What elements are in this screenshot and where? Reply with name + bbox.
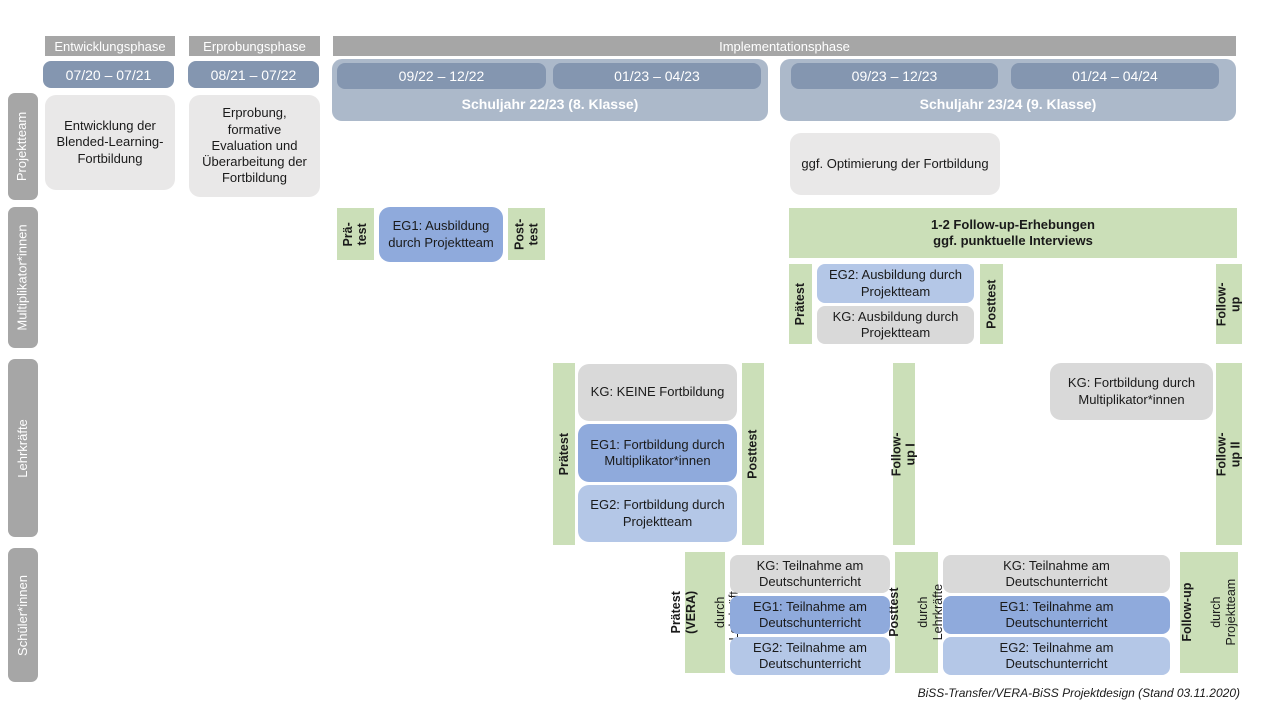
row-label-multiplikatorinnen: Multiplikator*innen <box>8 207 38 348</box>
box-kg-teilnahme-1: KG: Teilnahme am Deutschunterricht <box>730 555 890 593</box>
date-0821-0722: 08/21 – 07/22 <box>188 61 319 88</box>
strip-praetest-multiplikatoren-1-text: Prä- test <box>341 221 370 247</box>
box-kg-ausbildung-projektteam: KG: Ausbildung durch Projektteam <box>817 306 974 344</box>
strip-followup2-lehrkraefte: Follow-up II <box>1214 363 1243 545</box>
posttest-schueler-title: Posttest <box>887 587 902 638</box>
strip-posttest-lehrkraefte: Posttest <box>742 363 764 545</box>
date-0922-1222: 09/22 – 12/22 <box>337 63 546 89</box>
strip-posttest-lehrkraefte-text: Posttest <box>745 429 760 479</box>
followup-schueler-sub: durch Projektteam <box>1209 579 1238 646</box>
strip-praetest-multiplikatoren-2: Prätest <box>789 264 812 344</box>
row-label-schuelerinnen-text: Schüler*innen <box>14 574 30 656</box>
row-label-lehrkraefte: Lehrkräfte <box>8 359 38 537</box>
box-eg2-ausbildung-projektteam: EG2: Ausbildung durch Projektteam <box>817 264 974 303</box>
row-label-projektteam: Projektteam <box>8 93 38 200</box>
box-optimierung-fortbildung: ggf. Optimierung der Fortbildung <box>790 133 1000 195</box>
strip-followup-multiplikatoren: Follow-up <box>1214 264 1243 344</box>
box-kg-keine-fortbildung: KG: KEINE Fortbildung <box>578 364 737 421</box>
row-label-multiplikatorinnen-text: Multiplikator*innen <box>14 224 30 331</box>
strip-posttest-multiplikatoren-1: Post- test <box>508 208 545 260</box>
box-kg-teilnahme-2: KG: Teilnahme am Deutschunterricht <box>943 555 1170 593</box>
box-eg1-teilnahme-1: EG1: Teilnahme am Deutschunterricht <box>730 596 890 634</box>
strip-followup1-lehrkraefte: Follow-up I <box>890 363 918 545</box>
date-0923-1223: 09/23 – 12/23 <box>791 63 998 89</box>
box-entwicklung-blended-learning: Entwicklung der Blended-Learning-Fortbil… <box>45 95 175 190</box>
box-followup-erhebungen: 1-2 Follow-up-Erhebungen ggf. punktuelle… <box>789 208 1237 258</box>
strip-followup1-lehrkraefte-text: Follow-up I <box>889 432 918 476</box>
phase-erprobung: Erprobungsphase <box>189 36 320 56</box>
posttest-schueler-sub: durch Lehrkräfte <box>916 584 945 641</box>
row-label-lehrkraefte-text: Lehrkräfte <box>14 418 30 478</box>
box-eg2-teilnahme-2: EG2: Teilnahme am Deutschunterricht <box>943 637 1170 675</box>
praetest-vera-title: Prätest (VERA) <box>669 590 698 635</box>
diagram-caption: BiSS-Transfer/VERA-BiSS Projektdesign (S… <box>917 686 1240 700</box>
box-erprobung-evaluation: Erprobung, formative Evaluation und Über… <box>189 95 320 197</box>
strip-posttest-multiplikatoren-2-text: Posttest <box>984 279 999 329</box>
phase-entwicklung: Entwicklungsphase <box>45 36 175 56</box>
box-kg-fortbildung-multiplikatoren: KG: Fortbildung durch Multiplikator*inne… <box>1050 363 1213 420</box>
strip-posttest-schueler: Posttest durch Lehrkräfte <box>888 552 945 673</box>
date-0720-0721: 07/20 – 07/21 <box>43 61 174 88</box>
strip-followup-multiplikatoren-text: Follow-up <box>1214 282 1243 326</box>
strip-praetest-multiplikatoren-1: Prä- test <box>337 208 374 260</box>
date-0123-0423: 01/23 – 04/23 <box>553 63 761 89</box>
strip-praetest-vera-schueler: Prätest (VERA) durch Lehrkräfte <box>669 552 741 673</box>
strip-followup-schueler-text: Follow-up durch Projektteam <box>1166 579 1252 646</box>
strip-posttest-multiplikatoren-1-text: Post- test <box>512 218 541 250</box>
strip-praetest-lehrkraefte-text: Prätest <box>556 432 571 476</box>
phase-implementation: Implementationsphase <box>333 36 1236 56</box>
box-eg1-teilnahme-2: EG1: Teilnahme am Deutschunterricht <box>943 596 1170 634</box>
strip-followup-schueler: Follow-up durch Projektteam <box>1180 552 1238 673</box>
strip-posttest-multiplikatoren-2: Posttest <box>980 264 1003 344</box>
strip-praetest-multiplikatoren-2-text: Prätest <box>793 282 808 326</box>
schoolyear-2324-label: Schuljahr 23/24 (9. Klasse) <box>919 96 1097 112</box>
box-eg1-ausbildung-projektteam: EG1: Ausbildung durch Projektteam <box>379 207 503 262</box>
schoolyear-2223-label: Schuljahr 22/23 (8. Klasse) <box>461 96 639 112</box>
strip-praetest-lehrkraefte: Prätest <box>553 363 575 545</box>
row-label-projektteam-text: Projektteam <box>14 111 30 182</box>
box-eg2-teilnahme-1: EG2: Teilnahme am Deutschunterricht <box>730 637 890 675</box>
strip-followup2-lehrkraefte-text: Follow-up II <box>1214 432 1243 476</box>
box-eg2-fortbildung-projektteam: EG2: Fortbildung durch Projektteam <box>578 485 737 542</box>
row-label-schuelerinnen: Schüler*innen <box>8 548 38 682</box>
date-0124-0424: 01/24 – 04/24 <box>1011 63 1219 89</box>
followup-schueler-title: Follow-up <box>1180 582 1195 643</box>
box-eg1-fortbildung-multiplikatoren: EG1: Fortbildung durch Multiplikator*inn… <box>578 424 737 482</box>
